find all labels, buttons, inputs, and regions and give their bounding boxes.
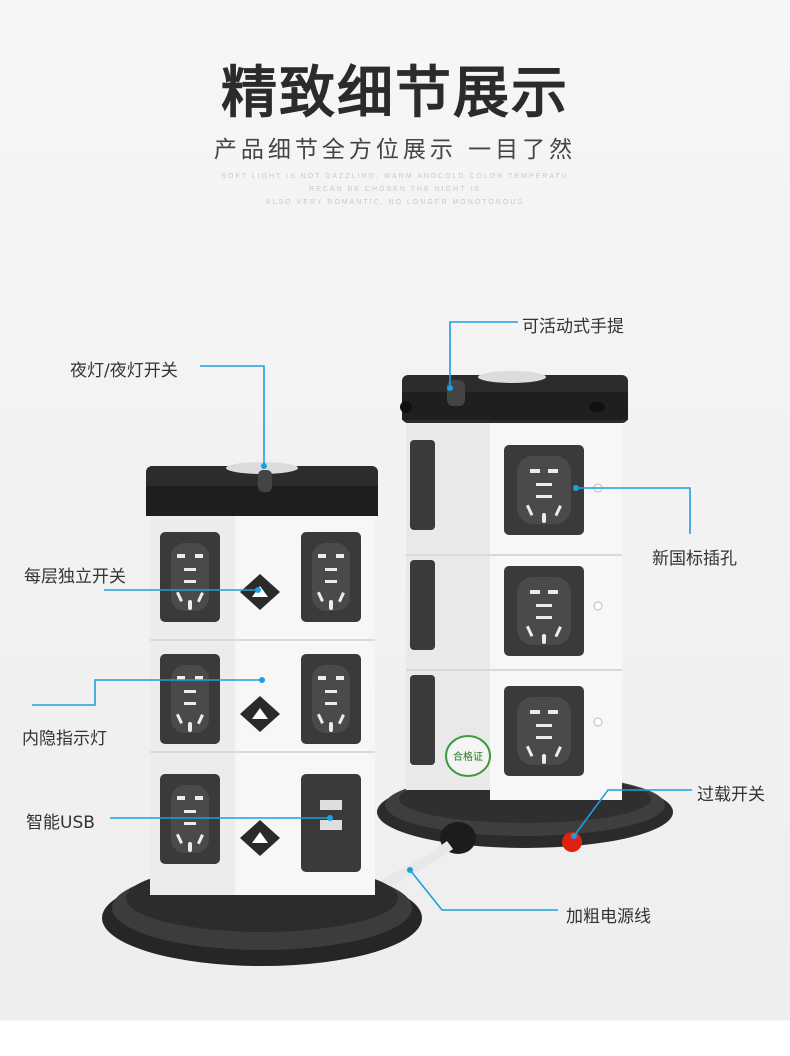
left-tower bbox=[102, 462, 422, 966]
callout-indicator-light: 内隐指示灯 bbox=[22, 729, 107, 749]
deco-text-line-3: ALSO VERY ROMANTIC, NO LONGER MONOTONOUS bbox=[265, 199, 525, 206]
certificate-sticker: 合格证 bbox=[445, 735, 491, 777]
callout-power-cord: 加粗电源线 bbox=[566, 907, 651, 927]
right-tower: 合格证 bbox=[377, 371, 673, 854]
certificate-text: 合格证 bbox=[453, 750, 483, 763]
page-subtitle: 产品细节全方位展示 一目了然 bbox=[213, 137, 577, 163]
page-title: 精致细节展示 bbox=[221, 61, 569, 126]
callout-smart-usb: 智能USB bbox=[26, 813, 95, 833]
callout-night-light: 夜灯/夜灯开关 bbox=[70, 361, 178, 381]
callout-lines bbox=[32, 321, 692, 911]
overload-switch bbox=[562, 832, 582, 852]
callout-layer-switch: 每层独立开关 bbox=[24, 567, 126, 587]
deco-text-line-2: RECAN BE CHOSEN THE NIGHT IS bbox=[309, 186, 481, 193]
deco-text-line-1: SOFT LIGHT IS NOT DAZZLING, WARM ANDCOLD… bbox=[221, 173, 569, 180]
callout-handle: 可活动式手提 bbox=[522, 317, 624, 337]
callout-national-socket: 新国标插孔 bbox=[652, 549, 737, 569]
callout-overload-switch: 过载开关 bbox=[697, 785, 765, 805]
